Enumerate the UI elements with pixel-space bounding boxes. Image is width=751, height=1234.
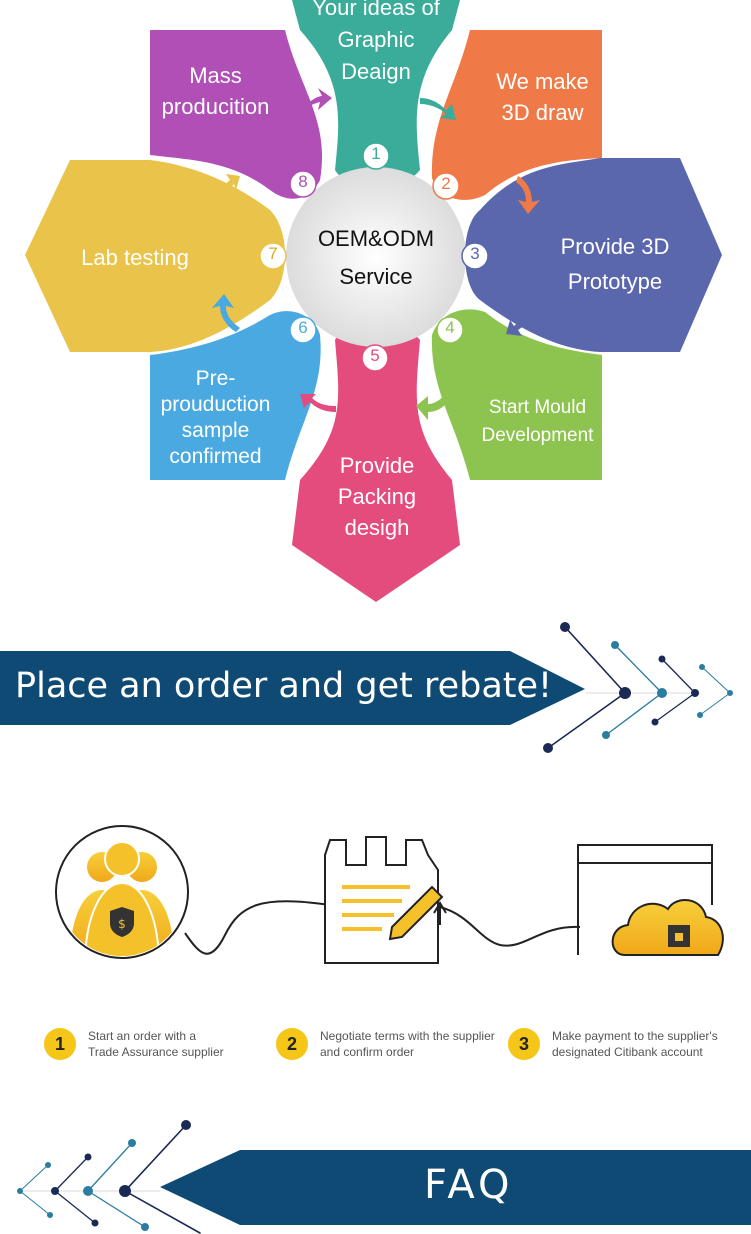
petal-4 — [431, 309, 602, 480]
document-pen-icon — [324, 836, 447, 964]
rebate-banner-graphic — [0, 622, 733, 753]
svg-text:$: $ — [118, 917, 126, 931]
step-number-7: 7 — [268, 244, 278, 263]
step-number-3: 3 — [470, 244, 480, 263]
trade-step-number-1: 1 — [44, 1028, 76, 1060]
network-chevron-icon — [17, 1120, 201, 1234]
rebate-banner-arrow — [0, 651, 585, 725]
wheel-hub — [286, 167, 466, 347]
trade-assurance-illustration: $ — [55, 825, 724, 964]
arrow-icon — [218, 174, 240, 212]
petal-6 — [150, 311, 321, 480]
faq-banner-arrow — [160, 1150, 751, 1225]
step-number-1: 1 — [371, 144, 381, 163]
users-shield-icon: $ — [55, 825, 189, 959]
trade-step-number-2: 2 — [276, 1028, 308, 1060]
petal-8 — [150, 30, 322, 199]
flow-line — [439, 906, 581, 947]
step-number-4: 4 — [445, 318, 455, 337]
arrow-icon — [516, 176, 540, 214]
arrow-icon — [506, 300, 532, 336]
step-number-5: 5 — [370, 346, 380, 365]
arrow-icon — [300, 394, 336, 412]
step-7-label: Lab testing — [81, 245, 189, 270]
arrow-icon — [212, 294, 240, 332]
arrow-icon — [298, 88, 332, 116]
oem-odm-wheel — [25, 0, 722, 602]
trade-step-number-3: 3 — [508, 1028, 540, 1060]
arrow-icon — [420, 98, 456, 120]
faq-banner-graphic — [17, 1120, 751, 1234]
arrow-icon — [416, 392, 452, 420]
network-chevron-icon — [543, 622, 733, 753]
faq-banner-title: FAQ — [424, 1162, 514, 1208]
rebate-banner-title: Place an order and get rebate! — [15, 666, 553, 706]
cloud-lock-icon — [577, 844, 724, 956]
petal-5 — [292, 321, 460, 602]
petal-1 — [292, 0, 460, 189]
step-number-8: 8 — [298, 172, 308, 191]
step-number-2: 2 — [441, 174, 451, 193]
center-title-line2: Service — [339, 264, 413, 289]
step-number-6: 6 — [298, 318, 308, 337]
petal-2 — [431, 30, 602, 200]
cycle-arrows — [212, 88, 540, 420]
center-title-line1: OEM&ODM — [317, 226, 435, 251]
flow-line — [184, 900, 331, 955]
